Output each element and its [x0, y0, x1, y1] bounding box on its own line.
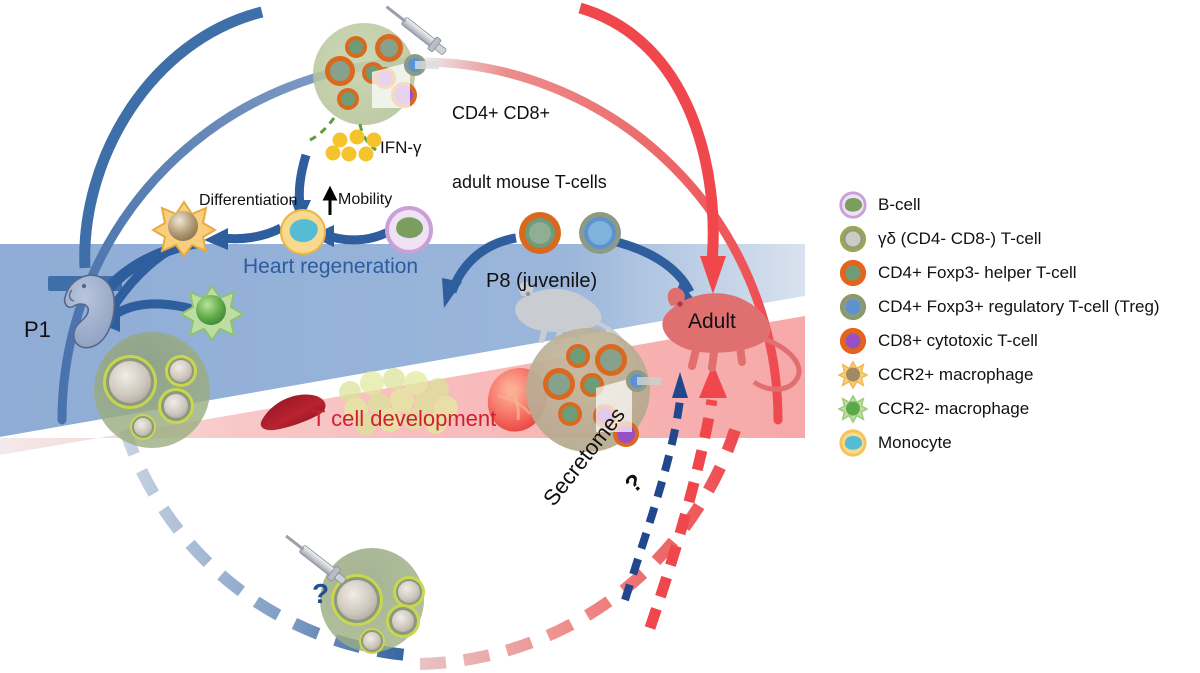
heart-regeneration-label: Heart regeneration [243, 255, 419, 278]
legend-item-ccr2-neg-macrophage: CCR2- macrophage [837, 394, 1030, 424]
ccr2-pos-macrophage-arrow [106, 238, 185, 315]
p8-label: P8 (juvenile) [486, 270, 598, 292]
helper-tcell-above-p8 [519, 212, 561, 254]
thymus-organ [260, 394, 326, 431]
legend-item-monocyte: Monocyte [838, 428, 952, 458]
ccr2-neg-macrophage-icon [837, 394, 869, 424]
legend-label-ccr2-pos-macrophage: CCR2+ macrophage [878, 365, 1034, 384]
ccr2-pos-macrophage-cell [151, 200, 217, 258]
legend-label-cd8-cytotoxic-t-cell: CD8+ cytotoxic T-cell [878, 331, 1038, 350]
ifn-gamma-particles [325, 129, 382, 162]
cd4-foxp3-neg-helper-t-cell-icon [838, 258, 868, 288]
legend-item-cd8-cytotoxic-t-cell: CD8+ cytotoxic T-cell [838, 326, 1038, 356]
gd-t-cell-icon [838, 224, 868, 254]
ccr2-pos-macrophage-icon [837, 360, 869, 390]
monocyte-cell [280, 209, 326, 255]
p1-mouse [63, 274, 116, 349]
injected-cells-label: CD4+ CD8+ adult mouse T-cells [452, 103, 607, 192]
p1-label: P1 [24, 317, 51, 342]
legend-label-ccr2-neg-macrophage: CCR2- macrophage [878, 399, 1030, 418]
injected-tcell-cluster [309, 5, 447, 162]
cd4-foxp3-pos-treg-icon [838, 292, 868, 322]
gd-tcell-cluster-p1 [94, 332, 210, 448]
legend-label-cd4-foxp3-pos-treg: CD4+ Foxp3+ regulatory T-cell (Treg) [878, 297, 1160, 316]
legend-item-b-cell: B-cell [838, 190, 921, 220]
differentiation-arrow [204, 223, 284, 250]
secretomes-red-arrow [644, 364, 727, 630]
treg-above-adult [579, 212, 621, 254]
legend-item-gd-t-cell: γδ (CD4- CD8-) T-cell [838, 224, 1041, 254]
adult-label: Adult [688, 310, 736, 333]
legend-item-cd4-foxp3-pos-treg: CD4+ Foxp3+ regulatory T-cell (Treg) [838, 292, 1160, 322]
adult-tcell-cluster [526, 328, 661, 452]
legend-label-b-cell: B-cell [878, 195, 921, 214]
bottom-left-dashed-arc [119, 428, 421, 662]
differentiation-label: Differentiation [199, 192, 298, 209]
bottom-gd-tcell-cluster [285, 534, 425, 654]
mobility-label: Mobility [338, 191, 393, 208]
legend-label-gd-t-cell: γδ (CD4- CD8-) T-cell [878, 229, 1042, 248]
helper-tcell-to-p8-arrow [442, 233, 517, 308]
adult-mouse [662, 287, 802, 392]
monocyte-icon [838, 428, 868, 458]
t-cell-development-label: T cell development [312, 406, 497, 431]
cd8-cytotoxic-t-cell-icon [838, 326, 868, 356]
legend-label-monocyte: Monocyte [878, 433, 952, 452]
bottom-question-mark: ? [312, 578, 330, 609]
legend-label-cd4-foxp3-neg-helper-t-cell: CD4+ Foxp3- helper T-cell [878, 263, 1077, 282]
thymocyte-cluster [339, 368, 458, 435]
legend-item-ccr2-pos-macrophage: CCR2+ macrophage [837, 360, 1034, 390]
ifn-gamma-label: IFN-γ [380, 138, 422, 157]
legend-item-cd4-foxp3-neg-helper-t-cell: CD4+ Foxp3- helper T-cell [838, 258, 1077, 288]
red-arc-to-adult [578, 2, 726, 294]
secretomes-blue-arrow [621, 372, 688, 602]
bottom-right-dashed-arc [419, 428, 741, 670]
ccr2-neg-macrophage-cell [179, 284, 245, 342]
b-cell-icon [838, 190, 868, 220]
mobility-up-arrow [322, 185, 338, 215]
b-cell-cell [385, 206, 433, 254]
